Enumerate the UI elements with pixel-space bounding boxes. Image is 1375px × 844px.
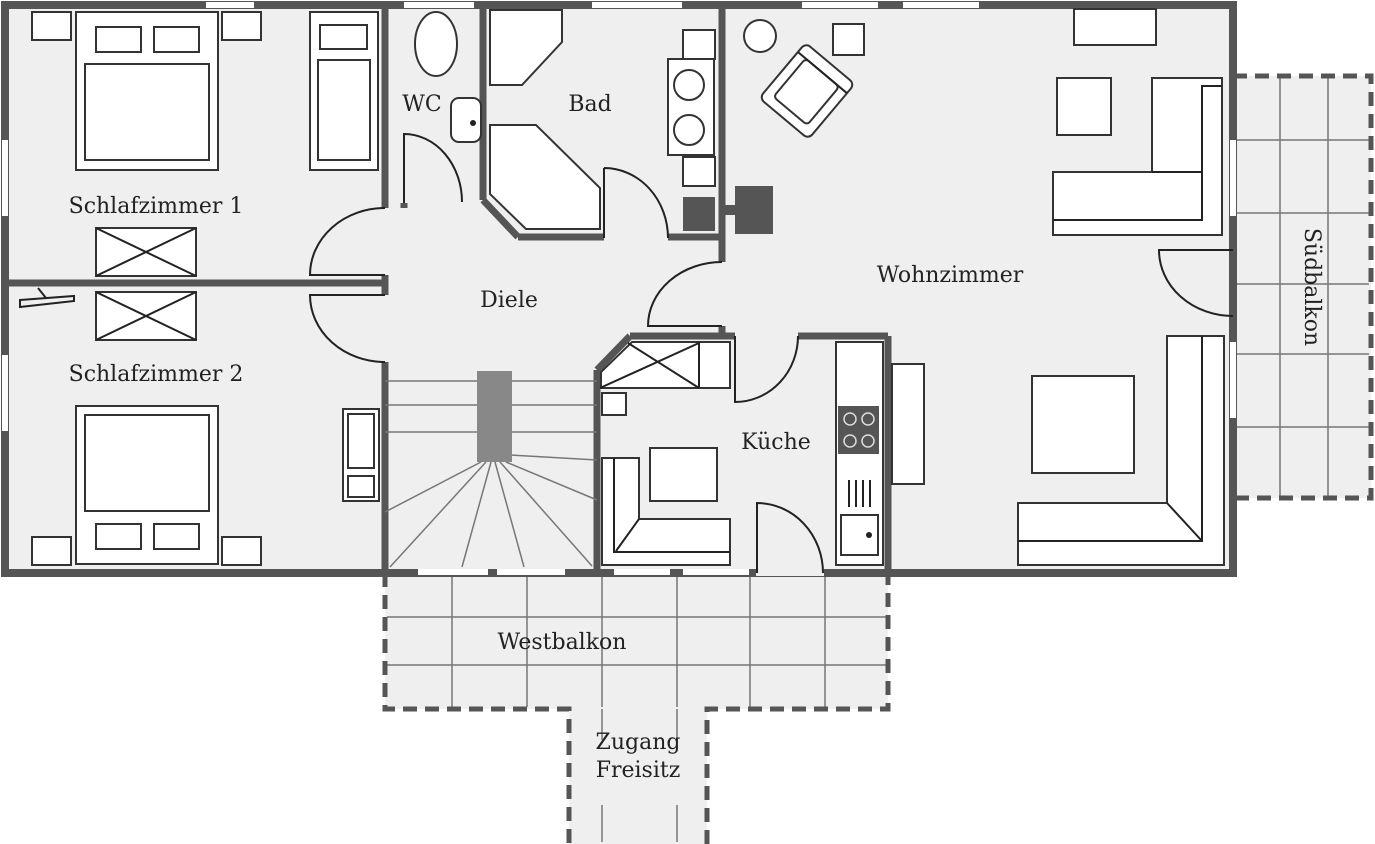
nightstand: [221, 536, 262, 566]
zugang-floor: [569, 709, 707, 844]
balcony-outlines: [382, 73, 1374, 844]
window: [2, 355, 8, 431]
label-kueche: Küche: [741, 430, 811, 455]
cabinet: [682, 29, 716, 60]
window: [614, 569, 670, 575]
stove: [838, 406, 879, 454]
armchair: [760, 44, 854, 138]
schlafzimmer1-furniture: [31, 11, 379, 277]
staircase: [384, 371, 598, 568]
pillow: [153, 523, 200, 550]
door-kueche-top: [734, 335, 799, 404]
nightstand: [221, 11, 262, 41]
wohnzimmer-furniture: [743, 8, 1225, 566]
window: [903, 2, 979, 8]
window: [592, 2, 682, 8]
room-labels: Schlafzimmer 1 Schlafzimmer 2 WC Bad Die…: [69, 92, 1324, 783]
window: [206, 2, 254, 8]
window: [418, 569, 488, 575]
westbalkon-floor: [385, 573, 888, 709]
pillow: [95, 26, 142, 53]
label-schlafzimmer2: Schlafzimmer 2: [69, 362, 244, 387]
window: [802, 2, 878, 8]
nightstand: [31, 536, 72, 566]
sideboard: [891, 363, 925, 485]
westbalkon-tiles: [387, 575, 886, 842]
door-kueche-bottom: [756, 501, 824, 574]
window: [497, 569, 565, 575]
shower-tray: [489, 9, 563, 86]
side-table: [832, 23, 865, 56]
bench: [601, 457, 731, 566]
door-opening: [756, 568, 824, 576]
bathtub: [489, 124, 601, 230]
schlafzimmer2-furniture: [19, 287, 380, 566]
label-zugang: Zugang: [596, 730, 681, 755]
door-schlafzimmer2: [308, 294, 386, 363]
window: [1230, 140, 1236, 216]
door-wc: [403, 132, 463, 203]
window: [1230, 342, 1236, 418]
table: [649, 447, 718, 502]
stair-post: [477, 371, 512, 462]
shelf: [1073, 8, 1157, 46]
label-schlafzimmer1: Schlafzimmer 1: [69, 194, 244, 219]
pillow: [319, 24, 368, 50]
label-bad: Bad: [568, 92, 611, 117]
window: [683, 569, 749, 575]
label-wc: WC: [402, 92, 441, 117]
pillow: [153, 26, 200, 53]
kueche-furniture: [599, 341, 884, 566]
kitchen-sink: [840, 514, 879, 556]
toilet: [414, 11, 458, 77]
doors: [308, 132, 1234, 574]
window: [404, 2, 474, 8]
label-diele: Diele: [480, 288, 538, 313]
label-freisitz: Freisitz: [596, 758, 681, 783]
door-wohnzimmer: [646, 261, 723, 327]
sink: [450, 97, 482, 143]
label-suedbalkon: Südbalkon: [1299, 228, 1324, 346]
chimney: [735, 186, 773, 234]
door-bad: [603, 167, 669, 239]
window-handle-icon: [19, 287, 75, 309]
label-westbalkon: Westbalkon: [498, 630, 627, 655]
door-schlafzimmer1: [308, 207, 386, 276]
bad-fixtures: [489, 9, 773, 234]
door-suedbalkon: [1157, 249, 1234, 317]
wc-fixtures: [414, 11, 482, 143]
coffee-table: [1031, 375, 1135, 474]
stool: [601, 392, 627, 416]
heater: [683, 197, 715, 231]
suedbalkon-tiles: [1235, 78, 1369, 496]
label-wohnzimmer: Wohnzimmer: [877, 263, 1024, 288]
lamp: [743, 19, 777, 53]
upper-cabinet: [600, 341, 731, 389]
nightstand: [31, 11, 72, 41]
cabinet: [682, 156, 716, 187]
window: [2, 140, 8, 216]
ottoman: [1056, 77, 1112, 136]
pillow: [95, 523, 142, 550]
windows: [2, 2, 1236, 576]
